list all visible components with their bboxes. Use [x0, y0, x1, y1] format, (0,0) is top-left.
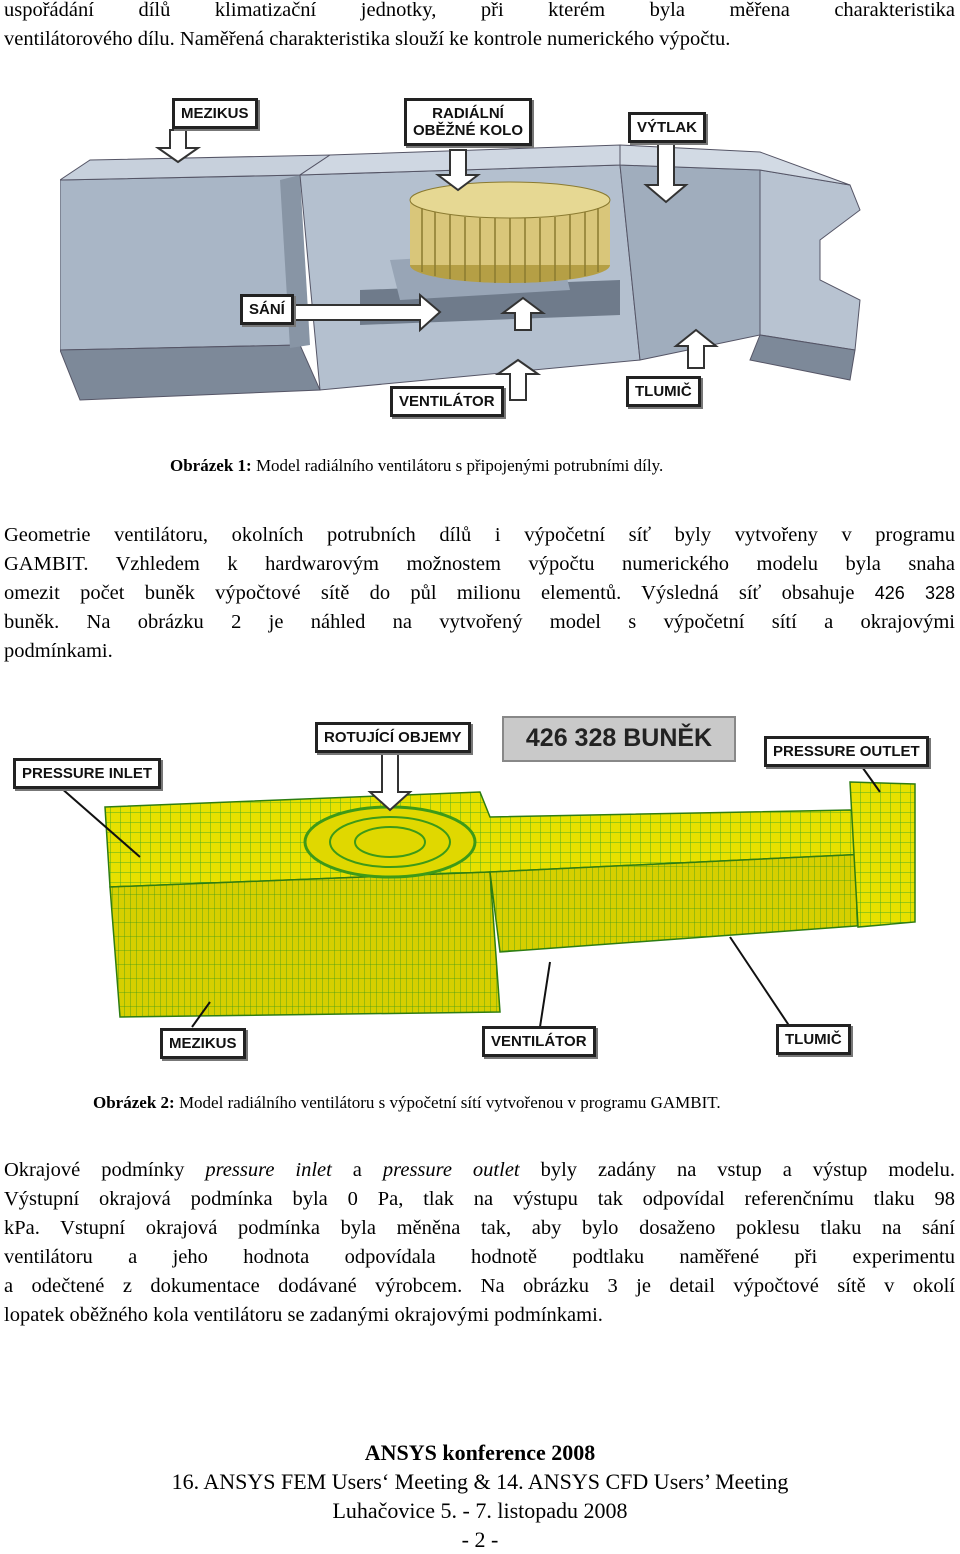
intro-line-2: ventilátorového dílu. Naměřená charakter…	[4, 28, 731, 50]
page-footer: ANSYS konference 2008 16. ANSYS FEM User…	[0, 1438, 960, 1554]
page-number: - 2 -	[461, 1527, 499, 1552]
paragraph-gambit: Geometrie ventilátoru, okolních potrubní…	[4, 521, 955, 666]
figure-2-caption: Obrázek 2: Model radiálního ventilátoru …	[93, 1092, 721, 1114]
cell-count-box: 426 328 BUNĚK	[502, 716, 736, 762]
label-pressure-outlet: PRESSURE OUTLET	[764, 736, 929, 767]
label-tlumic-2: TLUMIČ	[776, 1024, 851, 1055]
figure-1-fan-model: MEZIKUS RADIÁLNÍ OBĚŽNÉ KOLO VÝTLAK SÁNÍ…	[58, 90, 890, 435]
para2-line-5: podmínkami.	[4, 640, 113, 662]
figure-1-caption-label: Obrázek 1:	[170, 456, 252, 475]
para3-line-5: a odečtené z dokumentace dodávané výrobc…	[4, 1275, 955, 1297]
para3-l1-b: a	[331, 1159, 383, 1181]
para2-line-3: omezit počet buněk výpočtové sítě do půl…	[4, 582, 855, 604]
footer-meeting: 16. ANSYS FEM Users‘ Meeting & 14. ANSYS…	[171, 1469, 789, 1494]
para3-l1-c: byly zadány na vstup a výstup modelu.	[519, 1159, 956, 1181]
mesh-illustration	[59, 751, 916, 1028]
para3-pressure-outlet: pressure outlet	[382, 1159, 520, 1181]
footer-place: Luhačovice 5. - 7. listopadu 2008	[332, 1498, 628, 1523]
label-radialni-line1: RADIÁLNÍ	[432, 105, 504, 122]
figure-2-mesh-model: ROTUJÍCÍ OBJEMY 426 328 BUNĚK PRESSURE O…	[10, 712, 950, 1067]
figure-2-caption-text: Model radiálního ventilátoru s výpočetní…	[174, 1093, 721, 1112]
label-mezikus-2: MEZIKUS	[160, 1028, 246, 1059]
para3-line-6: lopatek oběžného kola ventilátoru se zad…	[4, 1304, 603, 1326]
para2-line-4: buněk. Na obrázku 2 je náhled na vytvoře…	[4, 611, 955, 633]
label-radialni-line2: OBĚŽNÉ KOLO	[413, 122, 524, 139]
para3-line-3: kPa. Vstupní okrajová podmínka byla měně…	[4, 1217, 955, 1239]
intro-line-1: uspořádání dílů klimatizační jednotky, p…	[4, 0, 955, 21]
figure-2-caption-label: Obrázek 2:	[93, 1093, 175, 1112]
cell-count-inline: 426 328	[874, 583, 955, 603]
footer-conference: ANSYS konference 2008	[364, 1440, 596, 1465]
para2-line-2: GAMBIT. Vzhledem k hardwarovým možnostem…	[4, 553, 955, 575]
para3-l1-a: Okrajové podmínky	[4, 1159, 206, 1181]
para3-line-2: Výstupní okrajová podmínka byla 0 Pa, tl…	[4, 1188, 955, 1210]
fan-duct-illustration	[58, 129, 861, 401]
label-ventilator-2: VENTILÁTOR	[482, 1026, 596, 1057]
label-vytlak: VÝTLAK	[628, 112, 706, 143]
para3-line-1: Okrajové podmínky pressure inlet a press…	[4, 1159, 955, 1181]
label-pressure-inlet: PRESSURE INLET	[13, 758, 162, 789]
figure-1-caption: Obrázek 1: Model radiálního ventilátoru …	[170, 455, 663, 477]
label-mezikus: MEZIKUS	[172, 98, 258, 129]
label-tlumic: TLUMIČ	[626, 376, 701, 407]
label-rotujici-objemy: ROTUJÍCÍ OBJEMY	[315, 722, 471, 753]
intro-paragraph: uspořádání dílů klimatizační jednotky, p…	[4, 0, 955, 54]
figure-1-caption-text: Model radiálního ventilátoru s připojený…	[251, 456, 664, 475]
label-radialni-obezne-kolo: RADIÁLNÍ OBĚŽNÉ KOLO	[404, 98, 533, 146]
para3-pressure-inlet: pressure inlet	[205, 1159, 332, 1181]
label-sani: SÁNÍ	[240, 294, 294, 325]
label-ventilator: VENTILÁTOR	[390, 386, 504, 417]
para3-line-4: ventilátoru a jeho hodnota odpovídala ho…	[4, 1246, 955, 1268]
paragraph-boundary-conditions: Okrajové podmínky pressure inlet a press…	[4, 1156, 955, 1330]
para2-line-1: Geometrie ventilátoru, okolních potrubní…	[4, 524, 955, 546]
